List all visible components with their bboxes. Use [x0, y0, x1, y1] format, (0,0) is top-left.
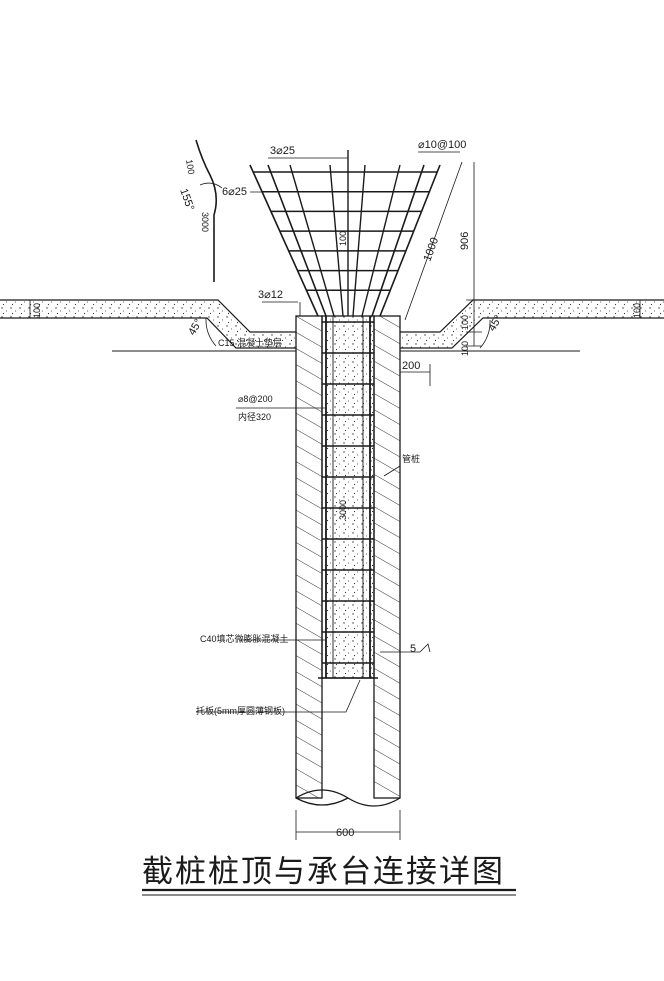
dim-600: 600 [336, 827, 354, 839]
dim-100-right: 100 [632, 303, 642, 318]
label-stirrup-top: ⌀10@100 [418, 139, 466, 151]
dim-200: 200 [402, 360, 420, 372]
dim-906: 906 [459, 232, 471, 250]
dimension-lines [29, 151, 641, 840]
bend-155: 155° [177, 187, 196, 212]
pile-casing [295, 315, 401, 807]
drawing-labels: 3⌀25 ⌀10@100 6⌀25 3⌀12 C15 混凝土垫层 ⌀8@200 … [32, 139, 642, 839]
drawing-title: 截桩桩顶与承台连接详图 [142, 854, 505, 890]
bent-bar-detail: 100 155° 3000 [177, 139, 223, 282]
label-spiral: ⌀8@200 [238, 394, 273, 404]
core-cage [325, 316, 371, 678]
core-fill-concrete [318, 315, 378, 679]
bend-100: 100 [184, 159, 196, 176]
dim-100-left: 100 [32, 303, 42, 318]
label-ring-bar: 3⌀12 [258, 289, 283, 301]
dim-1000: 1000 [422, 236, 442, 263]
dim-slope-left: 45° [186, 317, 205, 337]
label-cushion: C15 混凝土垫层 [218, 337, 282, 348]
weld-size: 5 [410, 643, 416, 655]
label-top-bars: 3⌀25 [270, 145, 295, 157]
label-plate: 托板(5mm厚圆薄钢板) [196, 705, 285, 716]
label-spiral-inner: 内径320 [238, 411, 271, 422]
label-side-bars: 6⌀25 [222, 186, 247, 198]
dim-100b: 100 [460, 341, 470, 356]
label-casing: 管桩 [402, 453, 420, 464]
label-fill-concrete: C40填芯微膨胀混凝土 [200, 633, 289, 644]
cushion-layer [0, 299, 664, 352]
dim-100: 100 [460, 315, 470, 330]
bend-3000: 3000 [200, 212, 210, 232]
dim-100-center: 100 [338, 231, 348, 246]
dim-3000: 3000 [338, 500, 348, 520]
spiral-stirrups [322, 321, 374, 664]
